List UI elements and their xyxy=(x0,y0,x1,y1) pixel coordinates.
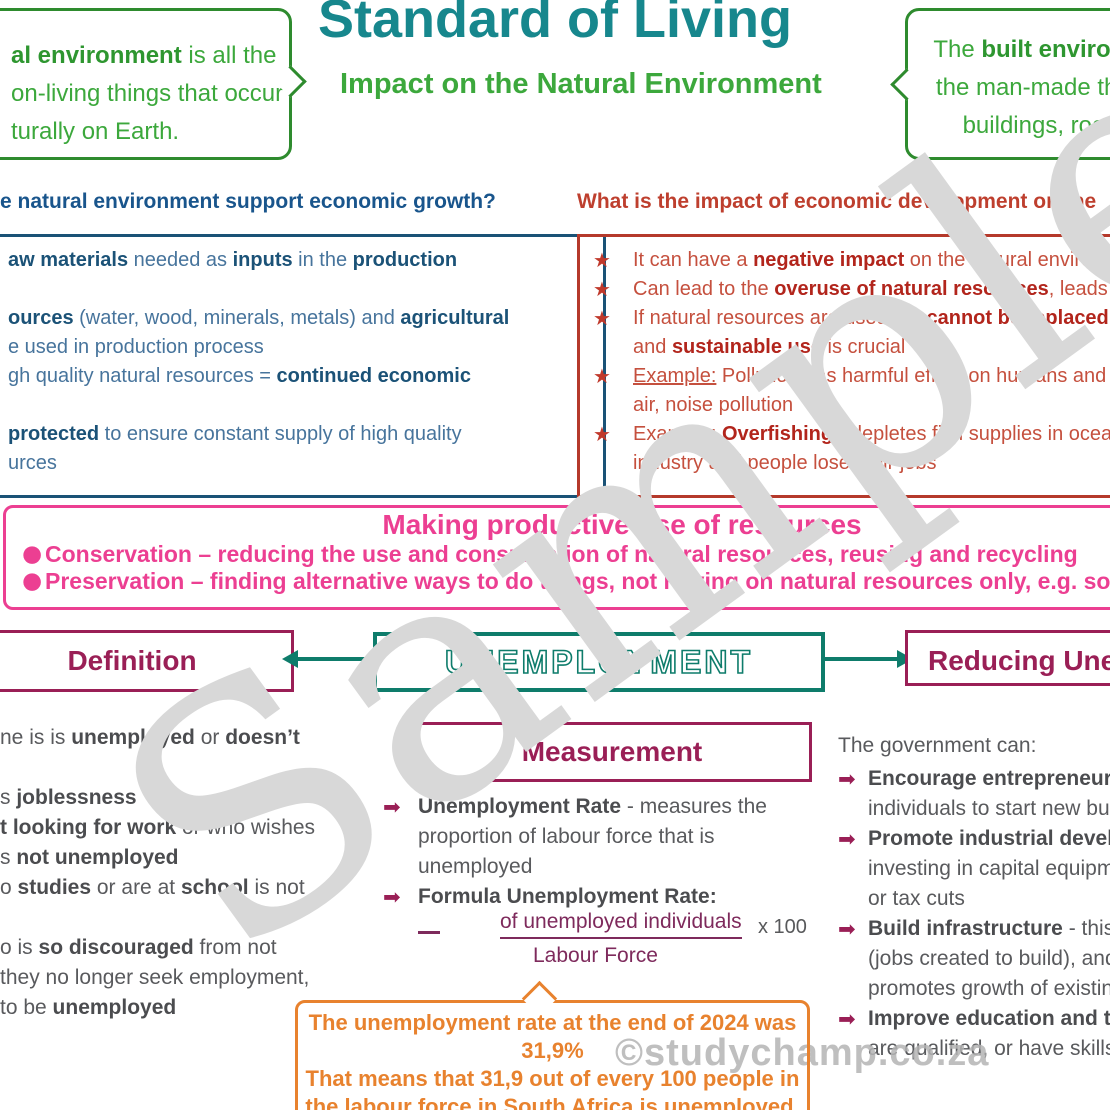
bullet-icon: ➡ xyxy=(383,885,401,909)
bullet-icon: ➡ xyxy=(838,827,856,851)
definition-label: Definition xyxy=(0,630,294,692)
bullet-icon: ● xyxy=(22,568,43,594)
bullet-icon: ● xyxy=(22,541,43,567)
definition-text: ne is is unemployed or doesn’t s jobless… xyxy=(0,726,316,1019)
bullet-icon: ★ xyxy=(593,364,611,388)
bullet-icon: ★ xyxy=(593,248,611,272)
reducing-label: Reducing Unemployment xyxy=(905,630,1110,686)
reducing-intro: The government can: xyxy=(838,734,1037,757)
bullet-icon: ➡ xyxy=(383,795,401,819)
site-watermark: ©studychamp.co.za xyxy=(615,1032,990,1074)
arrow-right-icon xyxy=(822,650,913,668)
formula-equals-icon xyxy=(418,931,440,934)
resources-box xyxy=(3,505,1110,610)
page-subtitle: Impact on the Natural Environment xyxy=(340,68,822,100)
rate-note-text: The unemployment rate at the end of 2024… xyxy=(305,1010,800,1110)
arrow-left-icon xyxy=(282,650,371,668)
page-title: Standard of Living xyxy=(317,0,792,49)
unemployment-title: UNEMPLOYMENT xyxy=(444,643,753,681)
support-heading: e natural environment support economic g… xyxy=(0,190,496,213)
bullet-icon: ★ xyxy=(593,277,611,301)
bullet-icon: ➡ xyxy=(838,767,856,791)
impact-box: ★It can have a negative impact on the na… xyxy=(577,234,1110,498)
reducing-list: ➡Encourage entrepreneurship -individuals… xyxy=(838,764,1110,1064)
resources-list: ●Conservation – reducing the use and con… xyxy=(22,541,1110,594)
formula-denominator: Labour Force xyxy=(533,944,658,967)
support-box: aw materials needed as inputs in the pro… xyxy=(0,234,606,498)
resources-title: Making productive use of resources xyxy=(382,509,862,540)
formula-numerator: of unemployed individuals xyxy=(500,910,742,939)
bullet-icon: ➡ xyxy=(838,1007,856,1031)
bullet-icon: ★ xyxy=(593,306,611,330)
impact-heading: What is the impact of economic developme… xyxy=(577,190,1097,213)
bullet-icon: ★ xyxy=(593,422,611,446)
bullet-icon: ➡ xyxy=(838,917,856,941)
formula-multiplier: x 100 xyxy=(758,916,807,938)
unemployment-title-box: UNEMPLOYMENT xyxy=(373,632,825,692)
measurement-label: Measurement xyxy=(412,722,812,782)
